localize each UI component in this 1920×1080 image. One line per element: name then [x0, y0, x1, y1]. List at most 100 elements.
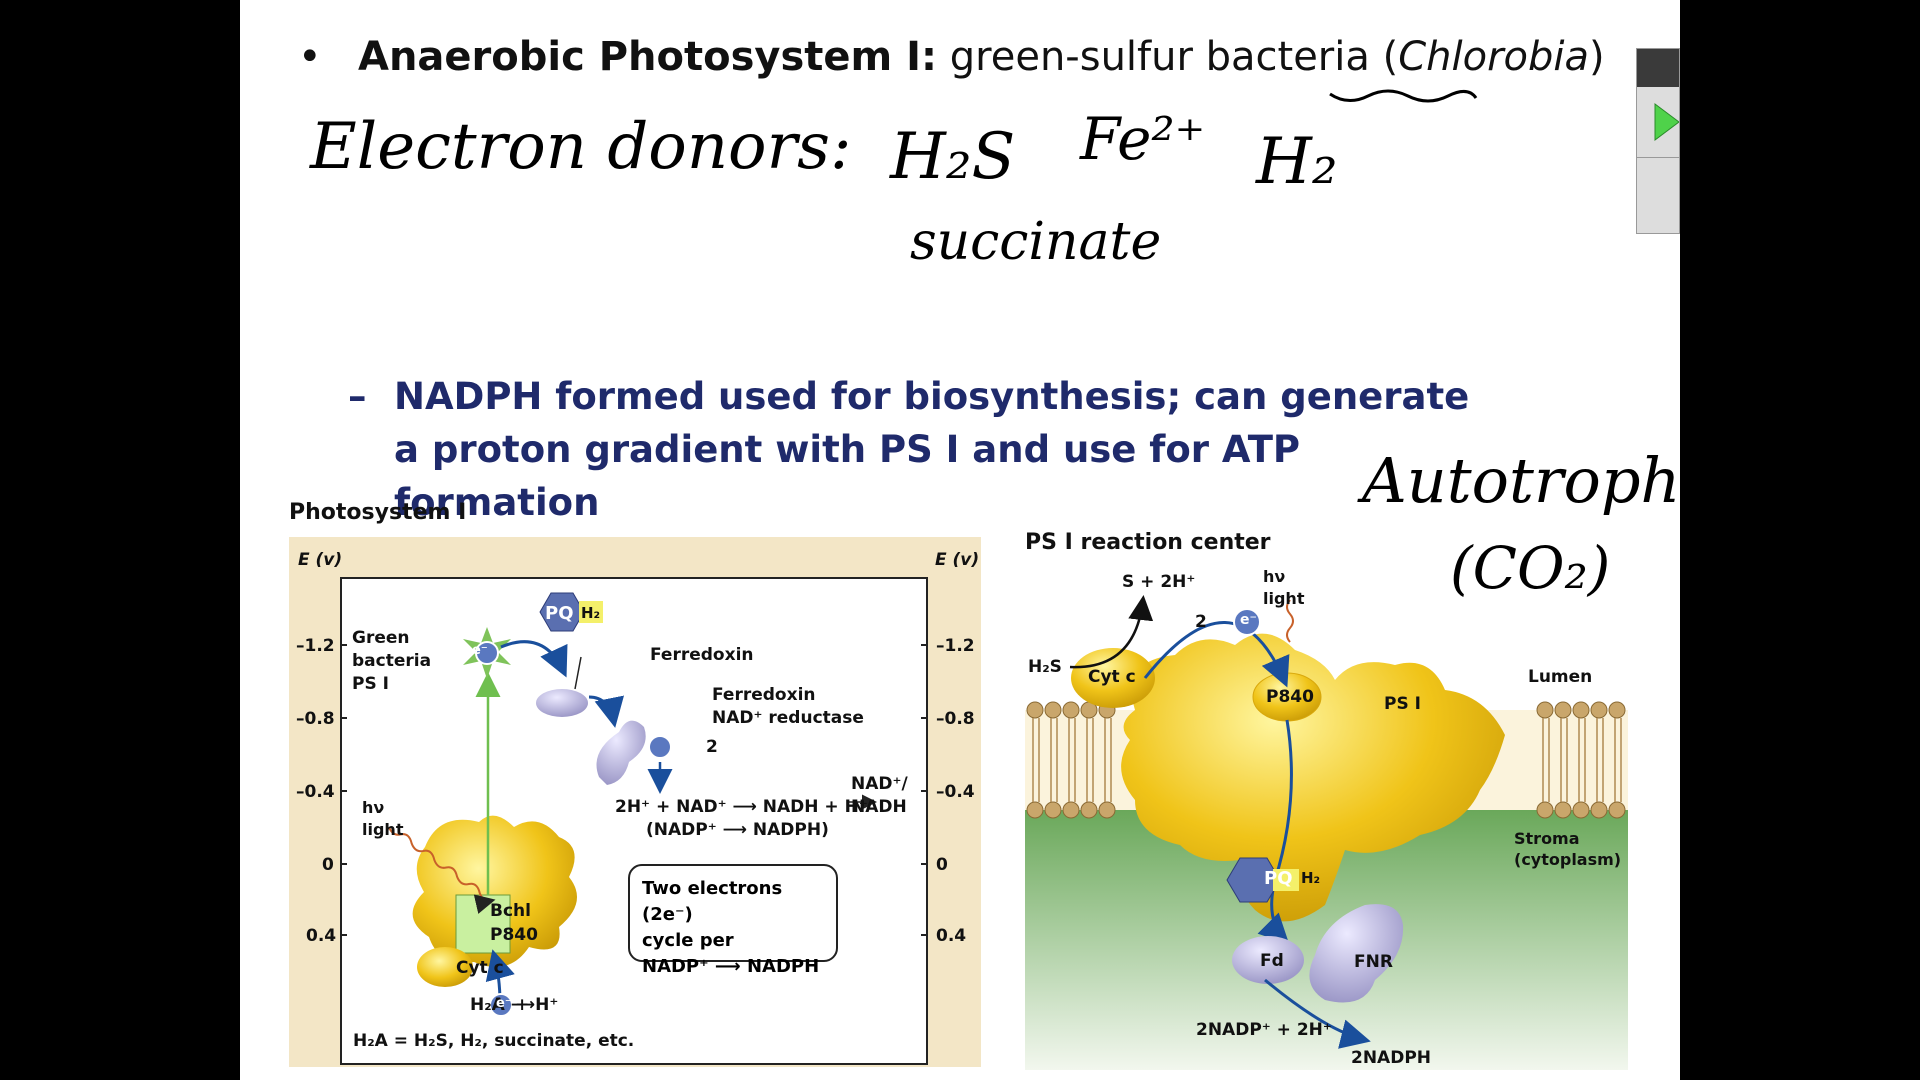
electron-h2a-label: e⁻	[496, 996, 512, 1011]
left-figure-title: Photosystem I	[289, 500, 467, 525]
bchl-label-line-1: Bchl	[490, 901, 531, 921]
membrane-lipid-tails	[1032, 718, 1622, 802]
side-window-titlebar	[1637, 49, 1679, 87]
s-reaction-label: S + 2H⁺	[1122, 572, 1196, 592]
ferredoxin-shape	[536, 689, 588, 717]
p840-label: P840	[1266, 687, 1314, 707]
right-figure-title: PS I reaction center	[1025, 530, 1271, 555]
tick-left-0-4: 0.4	[306, 926, 337, 946]
nadph-output-arrow	[1264, 978, 1371, 1049]
side-window-fragment[interactable]	[1636, 48, 1680, 234]
sub-bullet-dash: –	[348, 375, 367, 418]
fd-label: Fd	[1260, 951, 1284, 971]
side-window-divider	[1637, 157, 1679, 158]
two-e-label-right: 2	[1195, 612, 1207, 632]
electron-path-arrow-2	[588, 695, 624, 728]
bullet-bold-text: Anaerobic Photosystem I:	[358, 34, 938, 80]
play-icon[interactable]	[1653, 102, 1679, 142]
cytc-label-left: Cyt c	[456, 958, 504, 978]
side-window-play-area	[1637, 87, 1679, 157]
fnr-label-line-2: NAD⁺ reductase	[712, 708, 864, 728]
stroma-line-1: Stroma	[1514, 829, 1580, 848]
pq-h2-label-right: H₂	[1301, 869, 1321, 887]
nad-label-line-1: NAD⁺/	[851, 774, 908, 794]
bullet-dot: •	[298, 34, 322, 80]
lumen-label: Lumen	[1528, 667, 1593, 687]
fnr-shape-right	[1309, 904, 1404, 1003]
axis-label-right: E (v)	[935, 550, 979, 570]
stroma-label: Stroma (cytoplasm)	[1514, 828, 1621, 870]
tick-marks	[340, 644, 928, 936]
axis-label-right-text: E (v)	[935, 550, 980, 570]
tick-right-neg0-8: –0.8	[936, 709, 975, 729]
green-bacteria-line-3: PS I	[352, 674, 389, 694]
handwriting-h2: H₂	[1256, 125, 1338, 199]
axis-label-left-text: E (v)	[298, 550, 343, 570]
left-figure-graphics	[340, 592, 928, 1017]
fnr-label-right: FNR	[1354, 952, 1393, 972]
pq-h2-tag-right	[1273, 869, 1299, 891]
bullet-end-text: )	[1589, 34, 1605, 80]
light-word-right: light	[1263, 589, 1305, 608]
light-wave-right	[1286, 599, 1294, 643]
tick-left-neg0-8: –0.8	[296, 709, 335, 729]
two-electrons-box: Two electrons (2e⁻) cycle per NADP⁺ ⟶ NA…	[628, 864, 838, 977]
pq-h2-tag	[579, 601, 603, 623]
slide: • Anaerobic Photosystem I: green-sulfur b…	[240, 0, 1680, 1080]
pq-hexagon-icon-right	[1226, 857, 1281, 903]
handwriting-electron-donors: Electron donors:	[310, 110, 852, 184]
green-bacteria-line-2: bacteria	[352, 651, 432, 671]
light-label-left: hν light	[362, 797, 403, 841]
cytc-shape-left	[417, 947, 473, 987]
electron-h2a-icon	[489, 993, 513, 1017]
h-plus-label: + H⁺	[515, 995, 559, 1015]
box-line-1: Two electrons (2e⁻)	[642, 878, 783, 925]
nadph-reaction-label: (NADP⁺ ⟶ NADPH)	[646, 820, 829, 840]
box-line-2: cycle per	[642, 930, 734, 951]
right-figure-graphics	[1025, 595, 1628, 1070]
tick-right-neg0-4: –0.4	[936, 782, 975, 802]
axis-label-left: E (v)	[298, 550, 342, 570]
electron-path-arrow-1	[500, 640, 568, 678]
nad-label-line-2: NADH	[851, 797, 907, 817]
psi-protein-shape	[412, 815, 577, 967]
electron-fnr-label: e⁻	[722, 738, 738, 753]
sub-bullet: – NADPH formed used for biosynthesis; ca…	[348, 370, 1478, 529]
electron-to-p840-arrow	[1143, 621, 1290, 688]
ferredoxin-label: Ferredoxin	[650, 645, 754, 665]
green-bacteria-line-1: Green	[352, 628, 410, 648]
h2s-oxidation-arrow	[1069, 595, 1154, 669]
handwriting-autotrophs: Autotrophs	[1362, 444, 1680, 517]
light-word-left: light	[362, 820, 404, 839]
fd-shape	[1232, 936, 1304, 984]
light-wave-left	[388, 826, 496, 914]
electron-right-label: e⁻	[1240, 612, 1257, 628]
nadh-reaction-label: 2H⁺ + NAD⁺ ⟶ NADH + H⁺	[615, 797, 868, 817]
cytc-label-right: Cyt c	[1088, 667, 1136, 687]
pq-hexagon-icon	[539, 592, 585, 632]
electron-right-icon	[1233, 608, 1261, 636]
two-e-label-left: 2	[706, 737, 718, 757]
chlorobia-underline-squiggle	[1329, 89, 1478, 103]
hv-label-left: hν	[362, 798, 385, 817]
h2a-footer-label: H₂A = H₂S, H₂, succinate, etc.	[353, 1031, 635, 1051]
psi-label-right: PS I	[1384, 694, 1421, 714]
box-line-3: NADP⁺ ⟶ NADPH	[642, 956, 820, 977]
bullet-normal-text: green-sulfur bacteria (	[937, 34, 1399, 80]
electron-fnr-icon	[648, 735, 672, 759]
fnr-label: Ferredoxin NAD⁺ reductase	[712, 684, 864, 730]
bullet-italic-text: Chlorobia	[1398, 34, 1590, 80]
ferredoxin-pointer	[574, 656, 582, 690]
membrane-lipid-heads	[1026, 701, 1626, 819]
hv-label-right: hν	[1263, 567, 1286, 586]
electron-excited-icon	[475, 641, 499, 665]
light-label-right: hν light	[1263, 566, 1304, 610]
pq-label-left: PQ	[545, 603, 574, 624]
nadph-output-label: 2NADPH	[1351, 1048, 1432, 1068]
cytc-shape-right	[1071, 648, 1155, 708]
nad-nadh-label: NAD⁺/ NADH	[851, 773, 908, 819]
tick-left-0: 0	[322, 855, 334, 875]
h2a-reaction-label: H₂A ⟶	[470, 995, 536, 1015]
green-bacteria-label: Green bacteria PS I	[352, 627, 431, 696]
fnr-shape	[596, 720, 646, 785]
